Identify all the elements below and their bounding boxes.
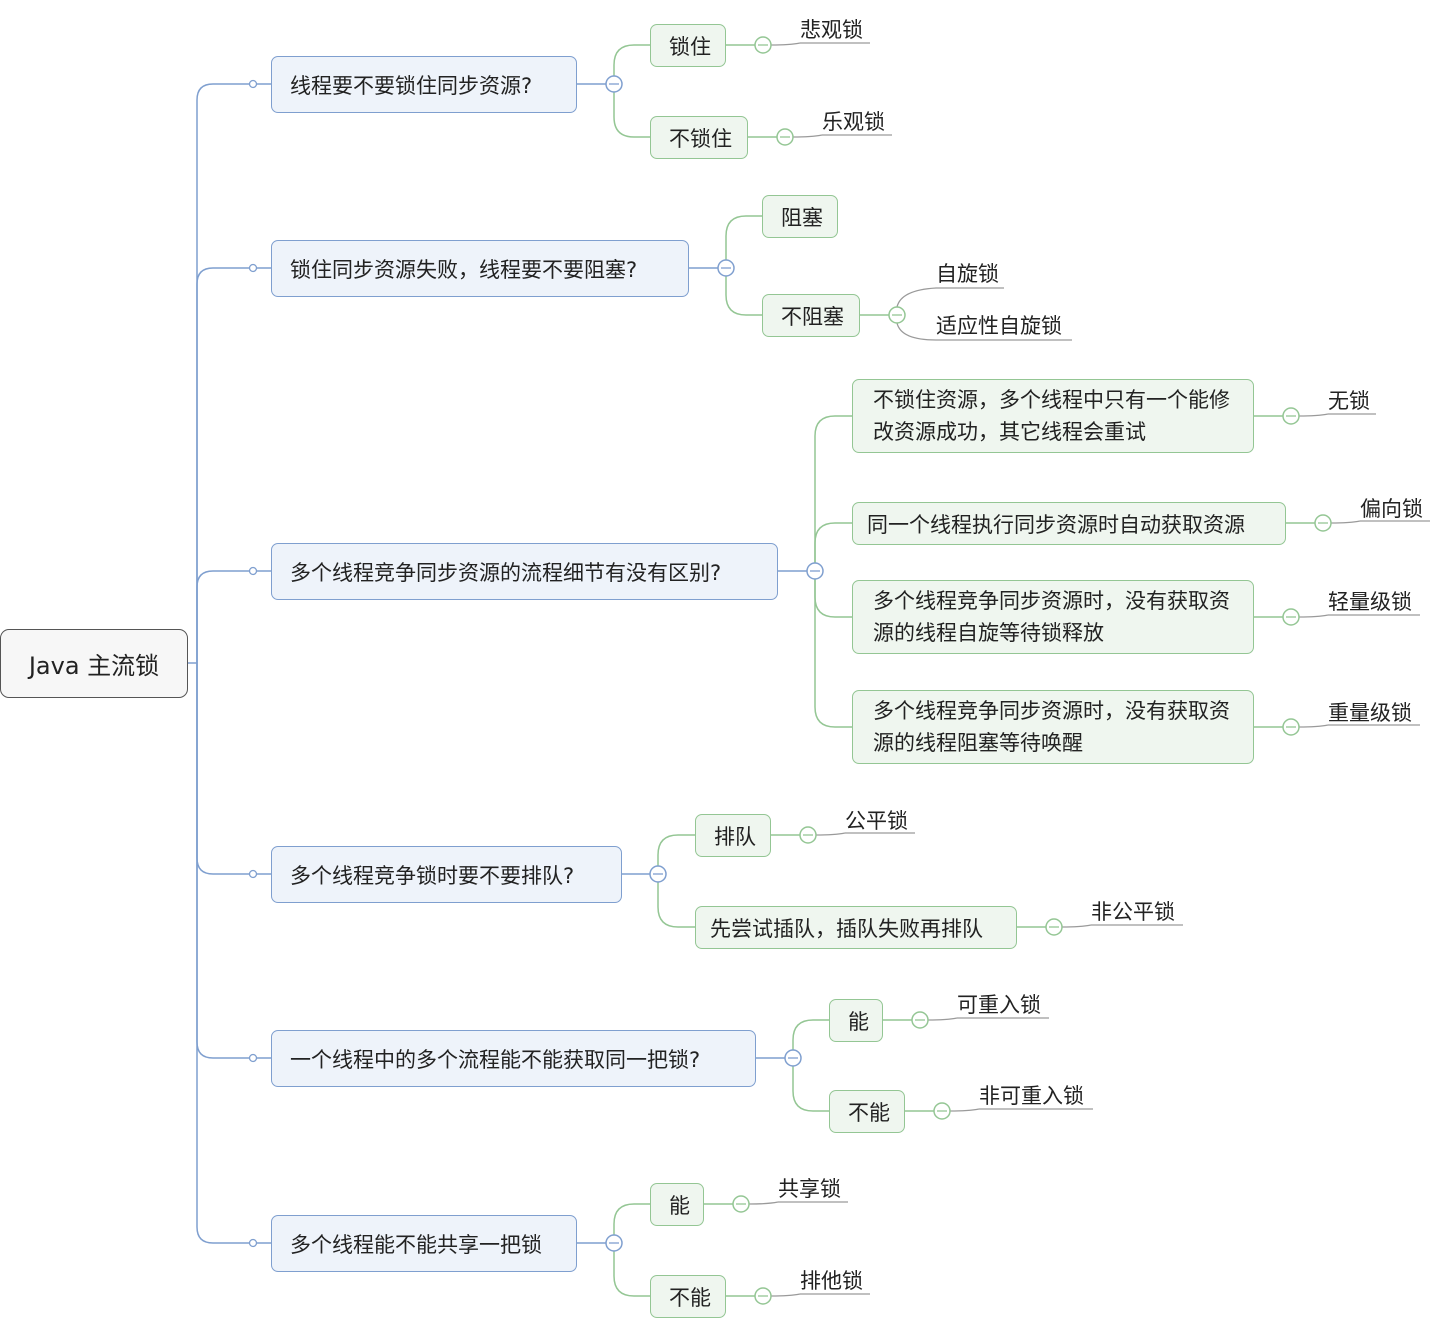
leaf-label[interactable]: 偏向锁 [1360,497,1423,521]
leaf-label[interactable]: 排他锁 [800,1269,863,1293]
branch-dot [248,1053,258,1063]
leaf-connector-curve [771,43,800,45]
answer-node[interactable]: 先尝试插队，插队失败再排队 [695,906,1017,949]
question-node[interactable]: 线程要不要锁住同步资源? [271,56,577,113]
answer-connector [815,571,852,727]
leaf-connector-curve [816,833,845,835]
branch-dot [248,566,258,576]
leaf-connector-curve [950,1109,979,1111]
answer-connector [793,1058,829,1111]
answer-connector [815,416,852,571]
leaf-label[interactable]: 共享锁 [778,1177,841,1201]
question-node[interactable]: 多个线程竞争锁时要不要排队? [271,846,622,903]
leaf-label[interactable]: 乐观锁 [822,110,885,134]
answer-connector [726,216,762,268]
leaf-label[interactable]: 可重入锁 [957,993,1041,1017]
branch-connector [197,571,271,663]
leaf-label[interactable]: 非公平锁 [1091,900,1175,924]
branch-connector [197,663,271,1058]
leaf-label[interactable]: 悲观锁 [800,18,863,42]
answer-node[interactable]: 排队 [695,814,771,857]
leaf-label[interactable]: 无锁 [1328,389,1370,413]
answer-node[interactable]: 多个线程竞争同步资源时，没有获取资源的线程阻塞等待唤醒 [852,690,1254,764]
branch-connector [197,84,271,663]
answer-connector [815,571,852,617]
leaf-connector-curve [771,1294,800,1296]
leaf-label[interactable]: 非可重入锁 [979,1084,1084,1108]
answer-node[interactable]: 能 [829,999,883,1042]
leaf-connector-curve [1331,521,1360,523]
answer-connector [614,1204,650,1243]
leaf-label[interactable]: 适应性自旋锁 [936,314,1062,338]
answer-node[interactable]: 能 [650,1183,704,1226]
leaf-connector-curve [1062,925,1091,927]
branch-connector [197,663,271,1243]
answer-connector [658,874,695,927]
answer-node[interactable]: 同一个线程执行同步资源时自动获取资源 [852,502,1286,545]
question-node[interactable]: 多个线程竞争同步资源的流程细节有没有区别? [271,543,778,600]
answer-connector [658,835,695,874]
leaf-connector-curve [1299,414,1328,416]
answer-connector [614,45,650,84]
answer-node[interactable]: 不锁住资源，多个线程中只有一个能修改资源成功，其它线程会重试 [852,379,1254,453]
answer-node[interactable]: 不阻塞 [762,294,860,337]
answer-node[interactable]: 多个线程竞争同步资源时，没有获取资源的线程自旋等待锁释放 [852,580,1254,654]
branch-dot [248,869,258,879]
leaf-connector-curve [897,288,1004,307]
leaf-connector-curve [749,1202,778,1204]
leaf-connector-curve [928,1018,957,1020]
branch-dot [248,263,258,273]
leaf-connector-curve [1299,615,1328,617]
branch-connector [197,663,271,874]
answer-connector [614,1243,650,1296]
question-node[interactable]: 锁住同步资源失败，线程要不要阻塞? [271,240,689,297]
branch-connector [197,268,271,663]
branch-dot [248,1238,258,1248]
answer-connector [815,523,852,571]
answer-node[interactable]: 不能 [829,1090,905,1133]
leaf-label[interactable]: 重量级锁 [1328,701,1412,725]
answer-node[interactable]: 阻塞 [762,195,838,238]
leaf-connector-curve [1299,725,1328,727]
question-node[interactable]: 多个线程能不能共享一把锁 [271,1215,577,1272]
leaf-label[interactable]: 公平锁 [845,809,908,833]
answer-node[interactable]: 不能 [650,1275,726,1318]
answer-node[interactable]: 锁住 [650,24,726,67]
branch-dot [248,79,258,89]
answer-connector [614,84,650,137]
leaf-connector-curve [897,323,1072,340]
question-node[interactable]: 一个线程中的多个流程能不能获取同一把锁? [271,1030,756,1087]
answer-node[interactable]: 不锁住 [650,116,748,159]
answer-connector [726,268,762,315]
leaf-label[interactable]: 轻量级锁 [1328,590,1412,614]
root-node[interactable]: Java 主流锁 [0,629,188,698]
answer-connector [793,1020,829,1058]
leaf-connector-curve [793,135,822,137]
leaf-label[interactable]: 自旋锁 [936,262,999,286]
